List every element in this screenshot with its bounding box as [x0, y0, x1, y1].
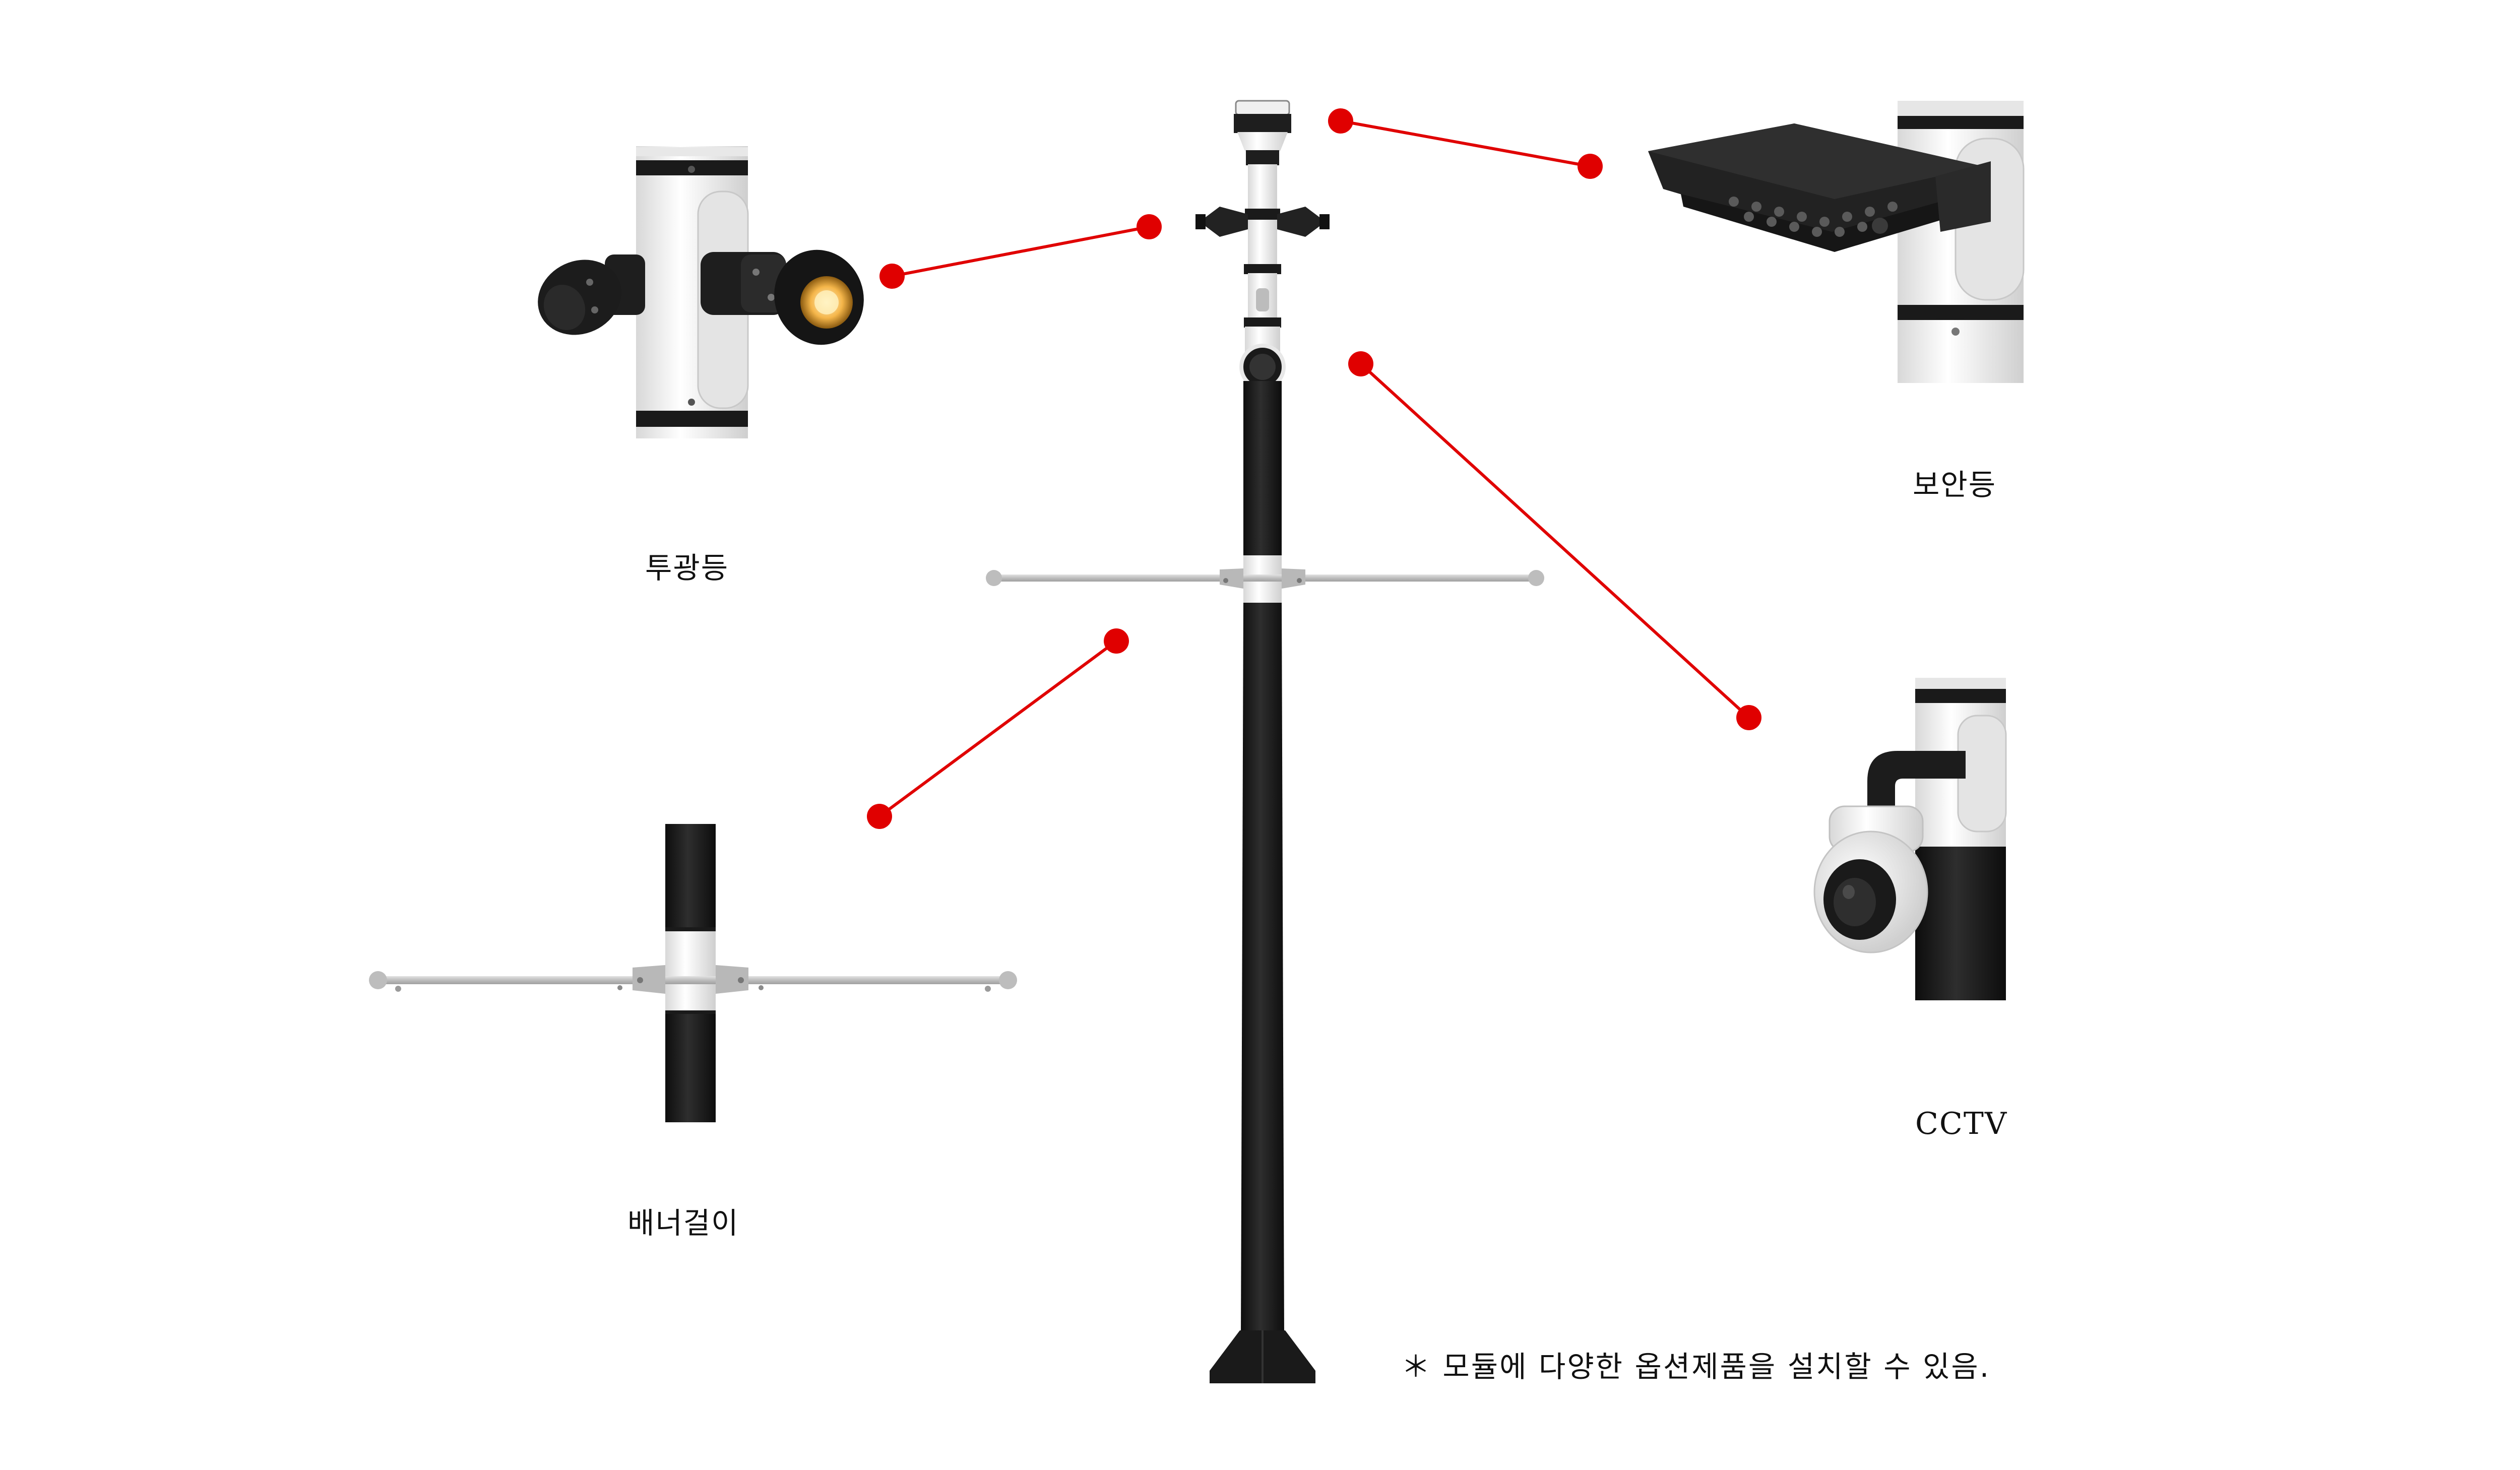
floodlight-left-lamp	[538, 254, 645, 335]
callout-lines	[867, 108, 1761, 829]
pole-floodlight-left	[1195, 207, 1248, 237]
pole-floodlight-right	[1277, 207, 1330, 237]
security-light-leds	[1729, 197, 1898, 237]
floodlight-detail	[538, 146, 864, 438]
label-security-light: 보안등	[1913, 468, 1997, 502]
pole-banner-arms	[986, 568, 1544, 589]
footnote: ＊ 모듈에 다양한 옵션제품을 설치할 수 있음.	[1401, 1350, 1991, 1384]
main-pole	[1195, 100, 1330, 1383]
banner-hanger-detail	[369, 824, 1017, 1122]
security-light-detail	[1648, 101, 2025, 383]
floodlight-right-lamp	[701, 249, 864, 345]
label-floodlight: 투광등	[645, 551, 729, 585]
label-cctv: CCTV	[1915, 1106, 2008, 1141]
cctv-detail	[1813, 678, 2007, 1000]
label-banner-hanger: 배너걸이	[627, 1206, 739, 1240]
